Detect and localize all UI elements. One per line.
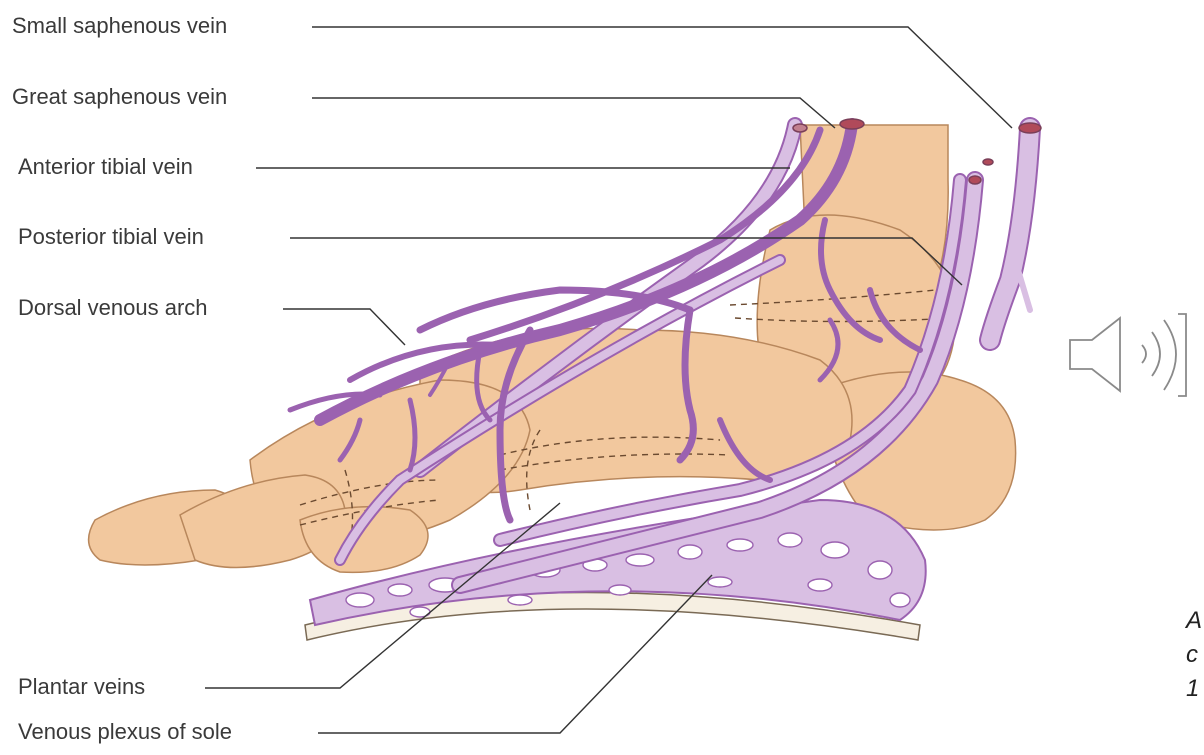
foot-vein-diagram	[0, 0, 1060, 755]
citation-line-3: 1	[1186, 675, 1199, 704]
speaker-icon[interactable]	[1066, 312, 1196, 402]
label-great-saphenous-vein: Great saphenous vein	[12, 86, 227, 108]
citation-line-2: c	[1186, 641, 1198, 670]
foot-bones	[89, 125, 1016, 572]
label-plantar-veins: Plantar veins	[18, 676, 145, 698]
leader-dorsal-arch	[283, 309, 405, 345]
label-small-saphenous-vein: Small saphenous vein	[12, 15, 227, 37]
label-anterior-tibial-vein: Anterior tibial vein	[18, 156, 193, 178]
citation-line-1: A	[1186, 607, 1202, 636]
leader-great-saphenous	[312, 98, 835, 128]
label-posterior-tibial-vein: Posterior tibial vein	[18, 226, 204, 248]
label-dorsal-venous-arch: Dorsal venous arch	[18, 297, 208, 319]
label-venous-plexus-of-sole: Venous plexus of sole	[18, 721, 232, 743]
leader-small-saphenous	[312, 27, 1012, 128]
